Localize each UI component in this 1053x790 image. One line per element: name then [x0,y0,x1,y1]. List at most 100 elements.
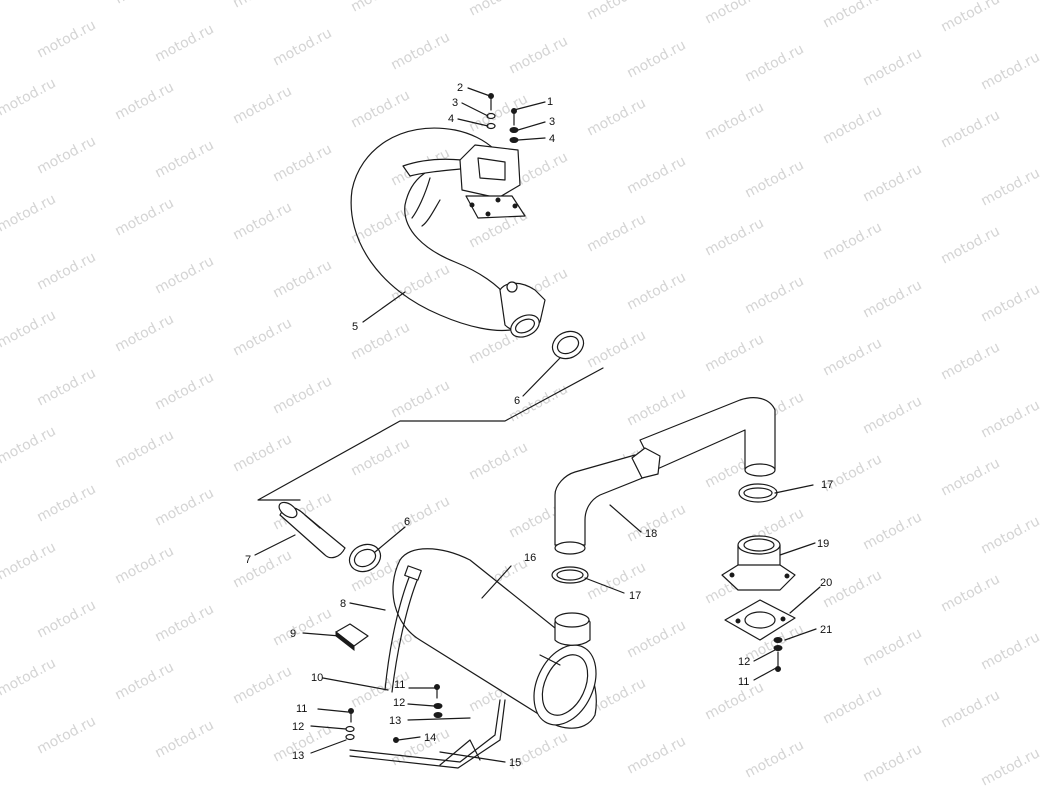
callout-5: 5 [352,321,358,333]
strap [384,565,422,693]
watermark-text: motod.ru [820,683,884,727]
watermark-text: motod.ru [624,269,688,313]
watermark-text: motod.ru [270,257,334,301]
callout-14: 14 [424,732,436,744]
watermark-text: motod.ru [860,741,924,785]
watermark-text: motod.ru [978,49,1042,93]
muffler [392,548,597,729]
watermark-text: motod.ru [938,571,1002,615]
watermark-text: motod.ru [624,733,688,777]
callout-4-right: 4 [549,133,555,145]
watermark-text: motod.ru [230,315,294,359]
coupler-pipe [278,501,346,559]
watermark-text: motod.ru [230,663,294,707]
watermark-text: motod.ru [270,605,334,649]
callout-18: 18 [645,528,657,540]
watermark-text: motod.ru [820,103,884,147]
pad [335,623,369,652]
callout-11-left: 11 [296,703,307,715]
tailpipe [554,397,776,555]
watermark-text: motod.ru [820,219,884,263]
watermark-text: motod.ru [112,79,176,123]
watermark-text: motod.ru [152,253,216,297]
watermark-text: motod.ru [978,745,1042,789]
watermark-text: motod.ru [978,165,1042,209]
callout-17-upper: 17 [821,479,833,491]
watermark-text: motod.ru [388,377,452,421]
callout-21: 21 [820,624,832,636]
watermark-text: motod.ru [34,365,98,409]
callout-8: 8 [340,598,346,610]
callout-1: 1 [547,96,553,108]
callout-20: 20 [820,577,832,589]
callout-12-center: 12 [393,697,405,709]
callout-17-lower: 17 [629,590,641,602]
watermark-text: motod.ru [938,223,1002,267]
watermark-text: motod.ru [702,0,766,28]
watermark-text: motod.ru [0,423,59,467]
watermark-text: motod.ru [624,617,688,661]
callout-9: 9 [290,628,296,640]
watermark-text: motod.ru [388,261,452,305]
assembly-connector-path [257,367,604,501]
watermark-text: motod.ru [0,191,59,235]
watermark-text: motod.ru [152,137,216,181]
callout-19: 19 [817,538,829,550]
watermark-text: motod.ru [624,153,688,197]
watermark-text: motod.ru [742,41,806,85]
fasteners-right [773,637,783,672]
watermark-text: motod.ru [0,307,59,351]
watermark-text: motod.ru [348,87,412,131]
callout-11-right: 11 [738,676,749,688]
watermark-text: motod.ru [938,0,1002,36]
watermark-text: motod.ru [230,431,294,475]
watermark-text: motod.ru [0,75,59,119]
watermark-text: motod.ru [388,493,452,537]
callout-15: 15 [509,757,521,769]
callout-12-left: 12 [292,721,304,733]
watermark-text: motod.ru [34,249,98,293]
watermark-text: motod.ru [270,141,334,185]
watermark-text: motod.ru [860,45,924,89]
watermark-text: motod.ru [742,737,806,781]
watermark-text: motod.ru [348,203,412,247]
clamp-lower [348,543,382,573]
watermark-text: motod.ru [0,0,59,4]
watermark-text: motod.ru [938,107,1002,151]
clamp-right-upper [738,483,778,503]
watermark-text: motod.ru [584,0,648,24]
clamp-right-lower [551,566,589,584]
gasket [724,599,796,641]
clamp-upper [551,330,585,360]
watermark-text: motod.ru [820,0,884,32]
watermark-text: motod.ru [112,659,176,703]
watermark-text: motod.ru [938,687,1002,731]
leader-lines [254,87,821,763]
watermark-text: motod.ru [742,157,806,201]
watermark-text: motod.ru [466,0,530,20]
watermark-text: motod.ru [152,485,216,529]
watermark-text: motod.ru [348,435,412,479]
outlet-flange [721,535,796,591]
watermark-text: motod.ru [820,567,884,611]
fasteners-lower-left [345,684,443,743]
watermark-text: motod.ru [112,543,176,587]
watermark-text: motod.ru [152,369,216,413]
watermark-text: motod.ru [152,717,216,761]
watermark-text: motod.ru [584,211,648,255]
callout-10: 10 [311,672,323,684]
watermark-text: motod.ru [702,215,766,259]
watermark-text: motod.ru [624,385,688,429]
watermark-text: motod.ru [820,335,884,379]
fasteners-top [486,93,519,143]
watermark-text: motod.ru [0,655,59,699]
watermark-text: motod.ru [230,83,294,127]
mount-bracket [349,699,506,769]
watermark-text: motod.ru [152,601,216,645]
watermark-text: motod.ru [860,393,924,437]
watermark-text: motod.ru [860,625,924,669]
callout-7: 7 [245,554,251,566]
exhaust-pipe-upper [350,127,546,338]
watermark-text: motod.ru [938,455,1002,499]
